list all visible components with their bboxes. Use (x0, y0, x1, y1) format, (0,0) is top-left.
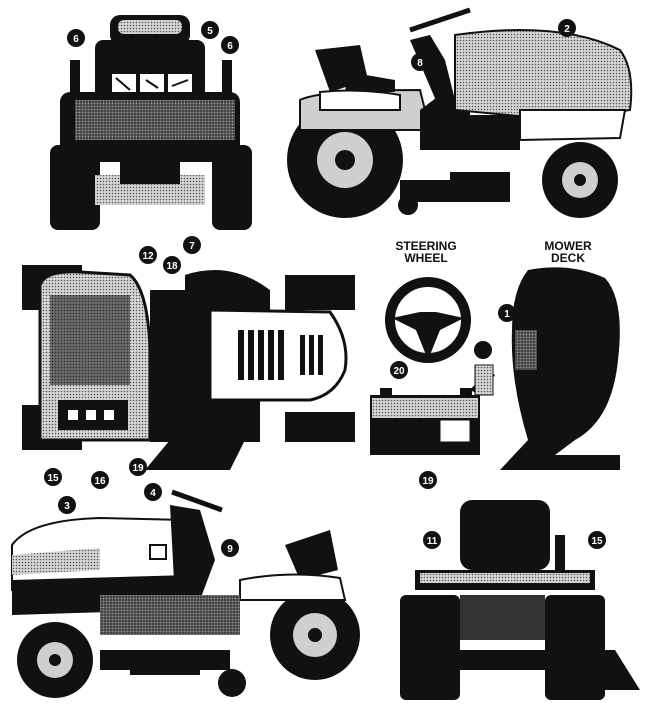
callout-label: 20 (393, 366, 405, 377)
callout-label: 1 (504, 309, 510, 320)
callout-label: 6 (73, 34, 79, 45)
callout-label: 8 (417, 58, 423, 69)
callout-9: 9 (221, 539, 239, 557)
callout-16: 18 (163, 256, 181, 274)
callout-label: 15 (591, 536, 603, 547)
callout-label: 9 (227, 544, 233, 555)
callout-3: 3 (58, 496, 76, 514)
mower-deck-detail: MOWER DECK (500, 239, 620, 470)
callout-15: 15 (588, 531, 606, 549)
callout-18: 20 (390, 361, 408, 379)
callout-label: 15 (47, 473, 59, 484)
callout-20 (474, 341, 492, 359)
steering-wheel-detail: STEERING WHEEL (385, 239, 471, 363)
callout-label: 3 (64, 501, 70, 512)
callout-label: 4 (150, 488, 156, 499)
battery-detail (370, 364, 495, 455)
callout-label: 11 (427, 536, 438, 547)
callout-2: 2 (558, 19, 576, 37)
callout-label: 19 (422, 476, 434, 487)
steering-wheel-title-line2: WHEEL (404, 251, 447, 265)
callout-6-front-left: 6 (67, 29, 85, 47)
callout-label: 2 (564, 24, 570, 35)
callout-label: 5 (207, 26, 213, 37)
callout-label: 6 (227, 41, 233, 52)
rear-view-tractor (400, 500, 640, 700)
callout-label: 16 (94, 476, 106, 487)
callout-10: 12 (139, 246, 157, 264)
mower-deck-title-line1: MOWER (544, 239, 592, 253)
callout-11: 11 (423, 531, 441, 549)
side-view-left-tractor (11, 489, 360, 698)
steering-wheel-icon (385, 277, 471, 363)
callout-markers: 6 5 6 2 8 12 7 18 15 16 19 20 19 1 3 4 9… (44, 19, 606, 557)
callout-12: 15 (44, 468, 62, 486)
callout-6-front-right: 6 (221, 36, 239, 54)
callout-7: 7 (183, 236, 201, 254)
callout-label: 7 (189, 241, 195, 252)
callout-5: 5 (201, 21, 219, 39)
callout-1: 1 (498, 304, 516, 322)
callout-label: 12 (142, 251, 154, 262)
side-view-right-tractor (287, 7, 633, 218)
top-view-tractor (22, 265, 355, 470)
front-view-tractor (50, 15, 252, 230)
callout-13: 16 (91, 471, 109, 489)
callout-label: 18 (166, 261, 178, 272)
steering-wheel-title-line1: STEERING (395, 239, 456, 253)
callout-label: 19 (132, 463, 144, 474)
hood-vents (238, 330, 323, 380)
callout-4: 4 (144, 483, 162, 501)
mower-deck-title-line2: DECK (551, 251, 585, 265)
callout-17: 19 (129, 458, 147, 476)
callout-8: 8 (411, 53, 429, 71)
mower-deck-icon (500, 267, 620, 470)
callout-19: 19 (419, 471, 437, 489)
